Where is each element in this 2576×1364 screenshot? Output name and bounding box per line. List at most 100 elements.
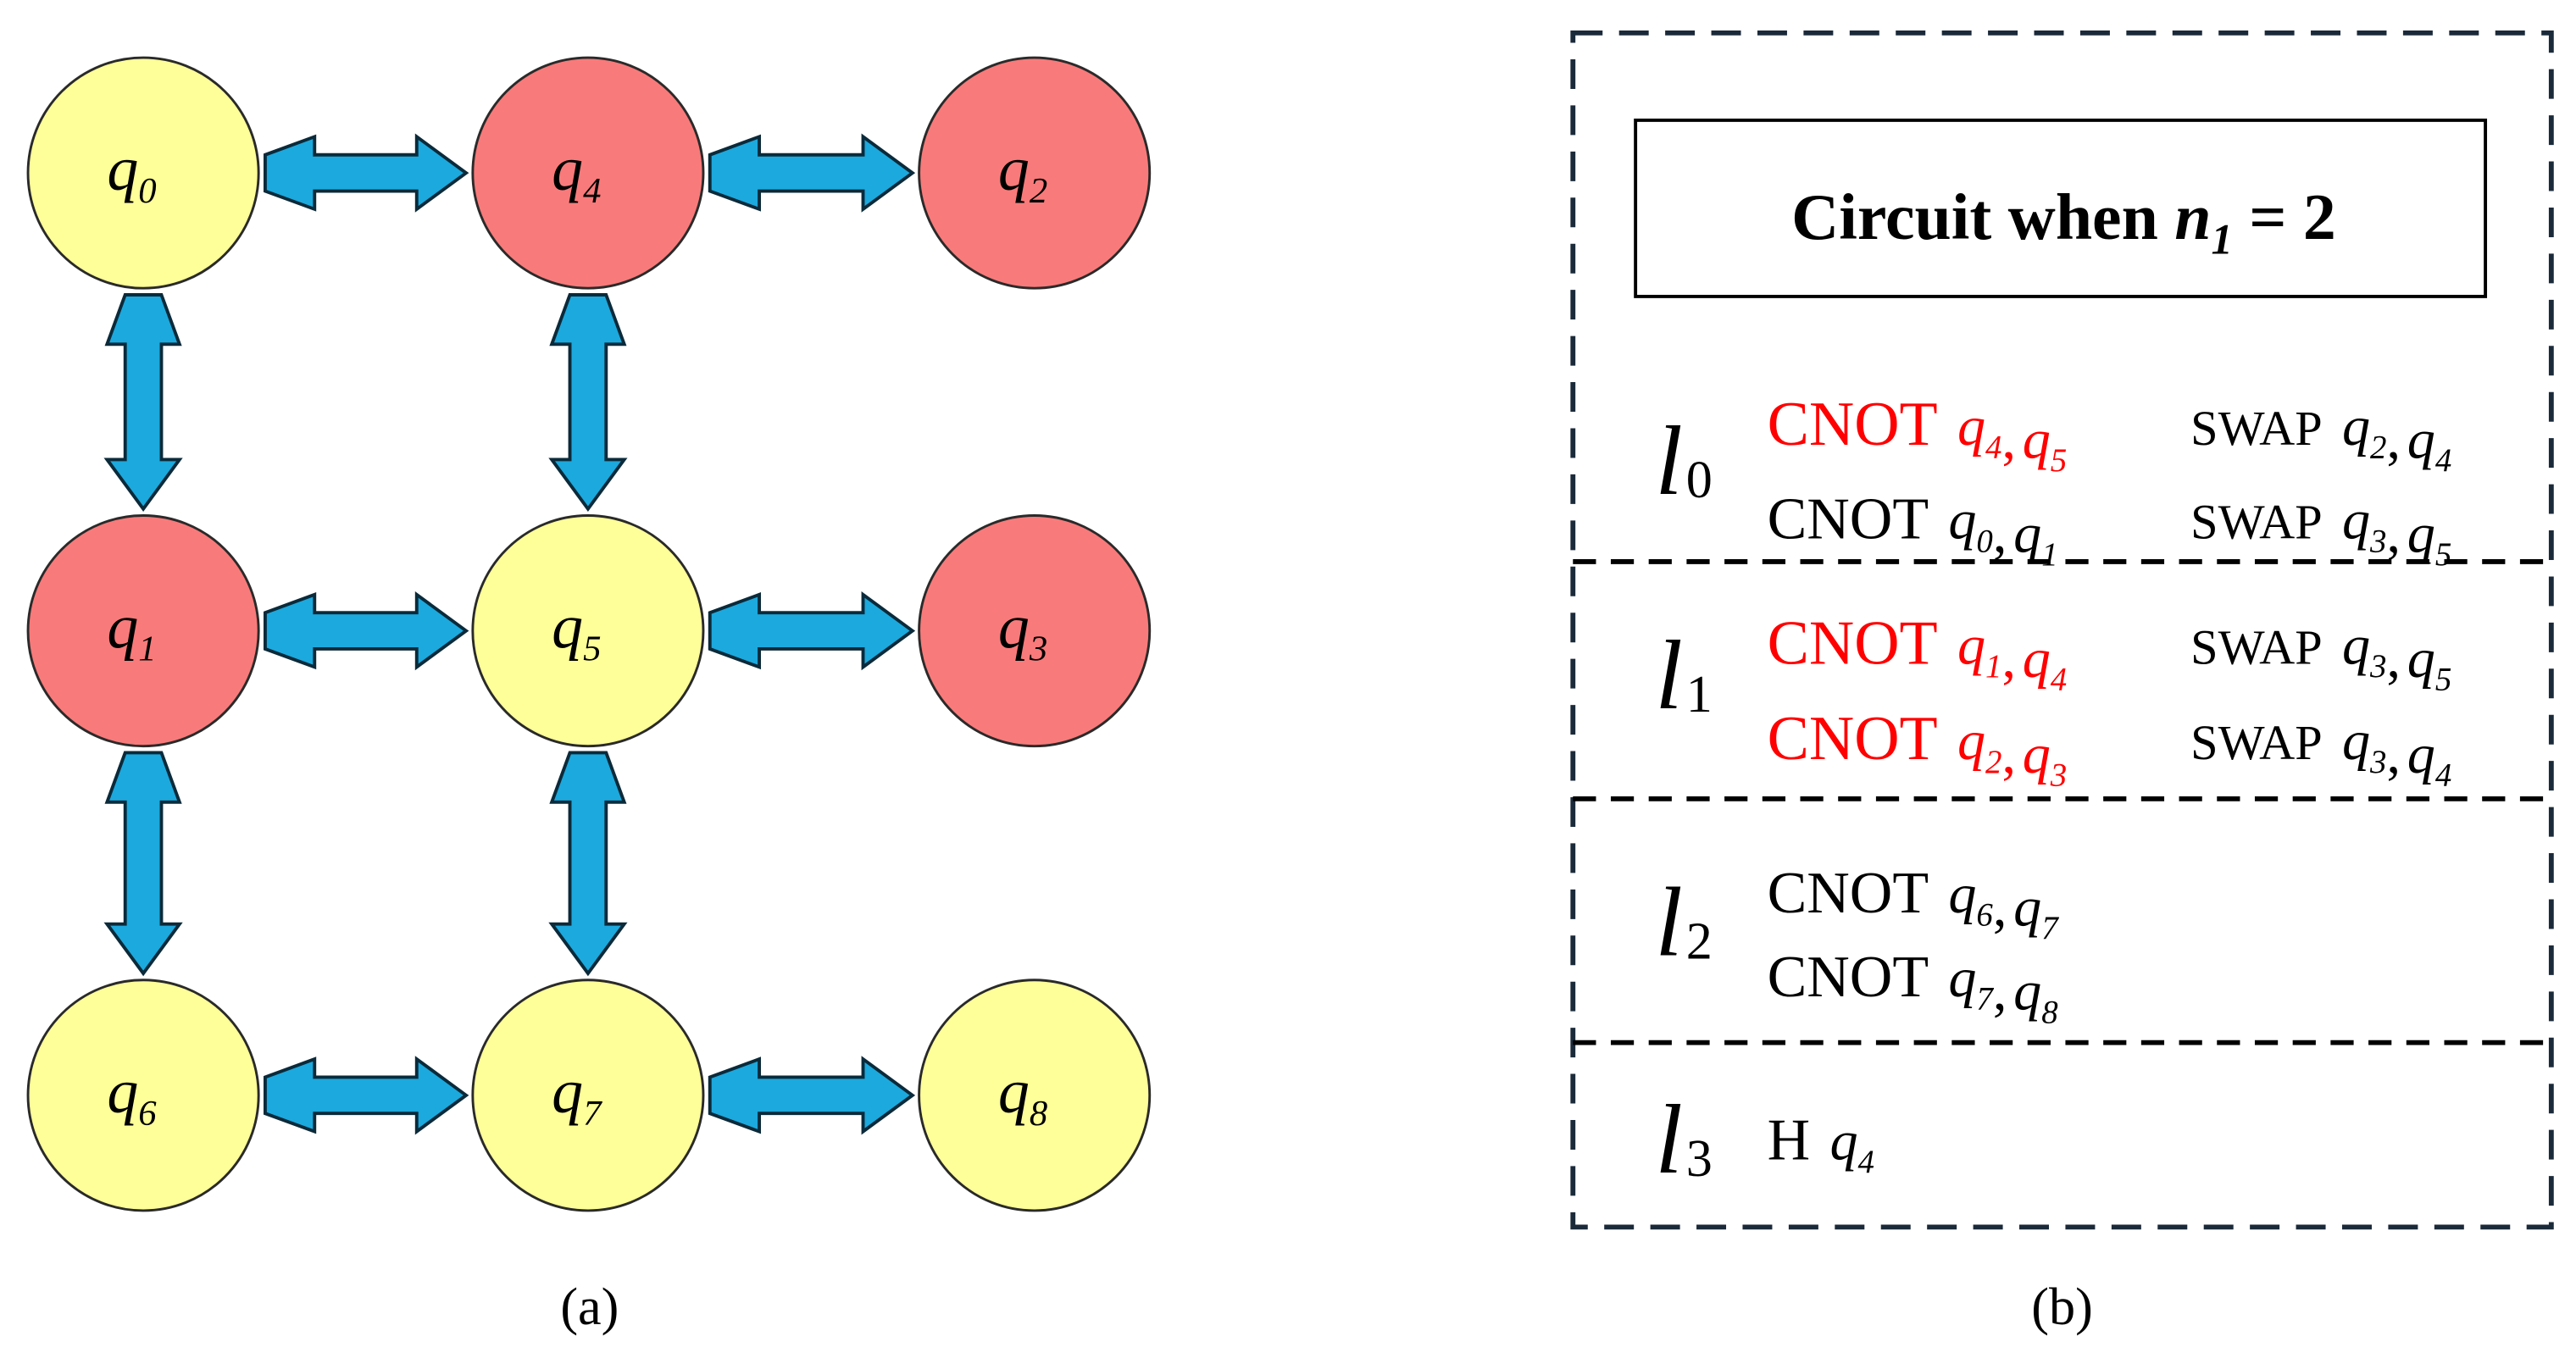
qubit-label: q5 <box>552 591 601 669</box>
qubit-subscript: 1 <box>138 629 156 669</box>
arg-separator: , <box>2386 628 2401 690</box>
gate-arg-subscript: 4 <box>2435 442 2451 479</box>
arg-separator: , <box>2001 724 2016 785</box>
coupling-arrow-q5-q7 <box>548 751 628 977</box>
qubit-circle <box>471 979 705 1212</box>
arg-separator: , <box>2386 408 2401 470</box>
gate-arg-subscript: 4 <box>1985 429 2001 465</box>
gate-op: CNOT <box>1768 861 1929 926</box>
gate-arg-symbol: q <box>2407 502 2435 564</box>
gate-arg-subscript: 7 <box>2041 910 2059 946</box>
gate-arg-subscript: 6 <box>1976 897 1993 934</box>
qubit-subscript: 3 <box>1029 629 1047 669</box>
arg-separator: , <box>2001 628 2016 690</box>
qubit-subscript: 7 <box>583 1094 602 1134</box>
qubit-node-q0: q0 <box>26 56 260 290</box>
caption-a: (a) <box>560 1278 619 1336</box>
caption-b: (b) <box>2031 1278 2093 1336</box>
qubit-node-q3: q3 <box>918 514 1152 748</box>
qubit-subscript: 8 <box>1030 1094 1047 1134</box>
gate-arg-subscript: 1 <box>1985 648 2001 685</box>
circuit-title: Circuit when n1 = 2 <box>1791 180 2336 263</box>
arg-separator: , <box>2001 408 2016 470</box>
qubit-label: q3 <box>998 591 1047 669</box>
qubit-node-q6: q6 <box>26 979 260 1212</box>
qubit-symbol: q <box>998 134 1030 203</box>
layer-subscript: 1 <box>1686 666 1713 724</box>
qubit-circle <box>918 56 1152 290</box>
gate-arg-subscript: 8 <box>2041 994 2057 1030</box>
coupling-arrow-q1-q6 <box>103 751 183 977</box>
title-suffix: = 2 <box>2233 180 2336 253</box>
qubit-symbol: q <box>998 591 1030 661</box>
qubit-symbol: q <box>998 1056 1030 1125</box>
gate-arg-subscript: 5 <box>2435 536 2451 573</box>
gate-arg-subscript: 0 <box>1976 523 1992 559</box>
qubit-label: q4 <box>552 134 601 212</box>
gate-arg-symbol: q <box>2342 614 2370 676</box>
qubit-symbol: q <box>107 134 138 203</box>
coupling-arrow-q4-q5 <box>548 293 628 513</box>
gate-arg-symbol: q <box>2407 408 2435 470</box>
title-prefix: Circuit when <box>1791 180 2174 253</box>
gate-arg-symbol: q <box>1948 490 1976 552</box>
gate-arg-symbol: q <box>2013 961 2041 1023</box>
qubit-symbol: q <box>552 1056 583 1125</box>
qubit-circle <box>918 979 1152 1212</box>
gate-arg-symbol: q <box>2407 628 2435 690</box>
qubit-label: q2 <box>998 134 1047 212</box>
gate-op: CNOT <box>1768 487 1929 552</box>
arg-separator: , <box>2386 724 2401 785</box>
gate-arg-symbol: q <box>2407 724 2435 785</box>
layer-symbol: l <box>1655 868 1682 978</box>
gate-arg-subscript: 3 <box>2369 744 2386 780</box>
layer-subscript: 3 <box>1686 1130 1713 1188</box>
gate-arg-symbol: q <box>1957 710 1985 772</box>
qubit-circle <box>26 514 260 748</box>
qubit-circle <box>918 514 1152 748</box>
gate-arg-symbol: q <box>1948 863 1976 925</box>
gate-op: CNOT <box>1768 945 1929 1010</box>
gate-arg-subscript: 2 <box>1985 744 2001 780</box>
coupling-arrow-q4-q2 <box>708 133 916 213</box>
gate-op: H <box>1768 1108 1811 1173</box>
coupling-arrow-q0-q1 <box>103 293 183 513</box>
qubit-subscript: 6 <box>138 1094 157 1134</box>
gate-op: CNOT <box>1768 389 1938 458</box>
gate-arg-subscript: 3 <box>2050 757 2067 793</box>
qubit-subscript: 4 <box>583 171 601 211</box>
gate-arg-symbol: q <box>2013 502 2041 564</box>
gate-arg-symbol: q <box>1829 1111 1857 1173</box>
gate-arg-symbol: q <box>1957 614 1985 676</box>
layer-symbol: l <box>1655 621 1682 730</box>
layer-subscript: 2 <box>1686 912 1713 970</box>
arg-separator: , <box>1993 502 2007 564</box>
qubit-node-q2: q2 <box>918 56 1152 290</box>
title-var: n <box>2174 180 2211 253</box>
title-var-sub: 1 <box>2212 215 2233 263</box>
gate-op: CNOT <box>1768 607 1938 677</box>
qubit-subscript: 5 <box>583 629 601 669</box>
gate-arg-subscript: 5 <box>2435 662 2451 698</box>
qubit-node-q5: q5 <box>471 514 705 748</box>
layer-symbol: l <box>1655 407 1682 516</box>
coupling-arrow-q7-q8 <box>708 1056 916 1135</box>
